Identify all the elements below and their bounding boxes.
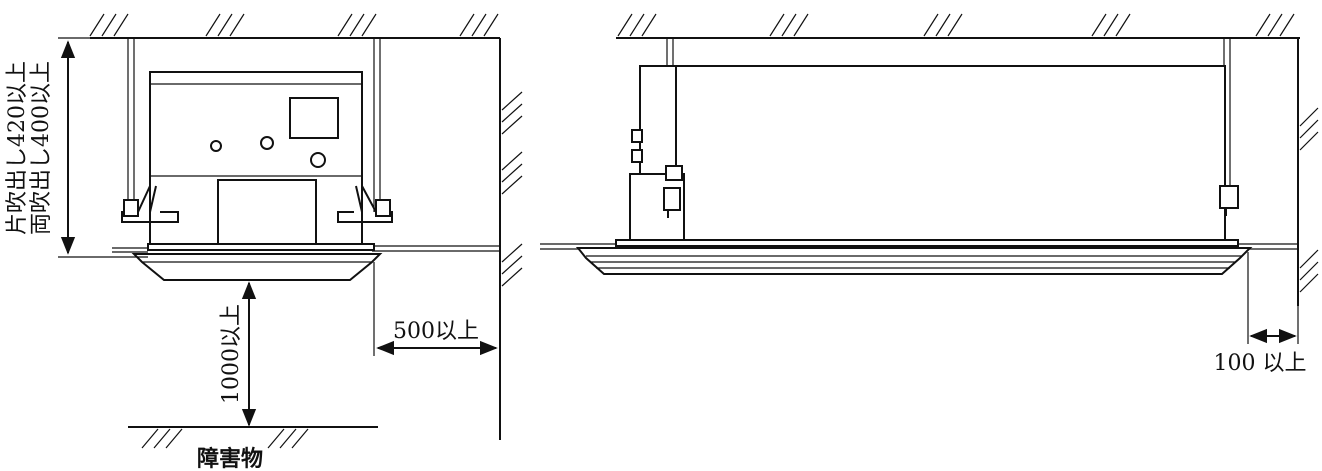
decorative-panel <box>131 253 383 281</box>
wall-hatching-right-view <box>1299 107 1319 293</box>
height-label-single: 片吹出し420以上 <box>5 61 30 235</box>
ceiling-hatching-left <box>89 13 499 37</box>
clearance-below-label: 1000以上 <box>219 304 244 404</box>
obstacle-hatching <box>141 428 309 449</box>
side-decorative-panel <box>575 247 1253 275</box>
side-bracket-left <box>663 165 683 218</box>
clearance-side-left-label: 500以上 <box>393 319 479 344</box>
hanger-bracket-right <box>337 185 393 223</box>
side-bracket-right <box>1219 185 1239 216</box>
unit-flange <box>147 243 375 251</box>
pipe-port-1 <box>210 140 222 152</box>
side-view: 100 以上 <box>540 13 1319 376</box>
front-view: 片吹出し420以上 両吹出し400以上 1000以上 障害物 500以上 <box>5 13 523 471</box>
side-control-box <box>639 65 677 175</box>
obstacle-label: 障害物 <box>197 446 263 471</box>
pipe-port-3 <box>310 152 326 168</box>
hanger-bracket-left <box>121 185 179 223</box>
wall-hatching-left-view <box>501 91 523 287</box>
clearance-side-right-label: 100 以上 <box>1214 351 1307 376</box>
control-box <box>289 97 339 139</box>
side-unit-body <box>639 65 1226 241</box>
pipe-port-2 <box>260 136 274 150</box>
side-flange <box>615 239 1239 247</box>
ceiling-hatching-right <box>617 13 1295 37</box>
drain-pan-box <box>217 179 317 245</box>
height-label-double: 両吹出し400以上 <box>29 61 54 235</box>
